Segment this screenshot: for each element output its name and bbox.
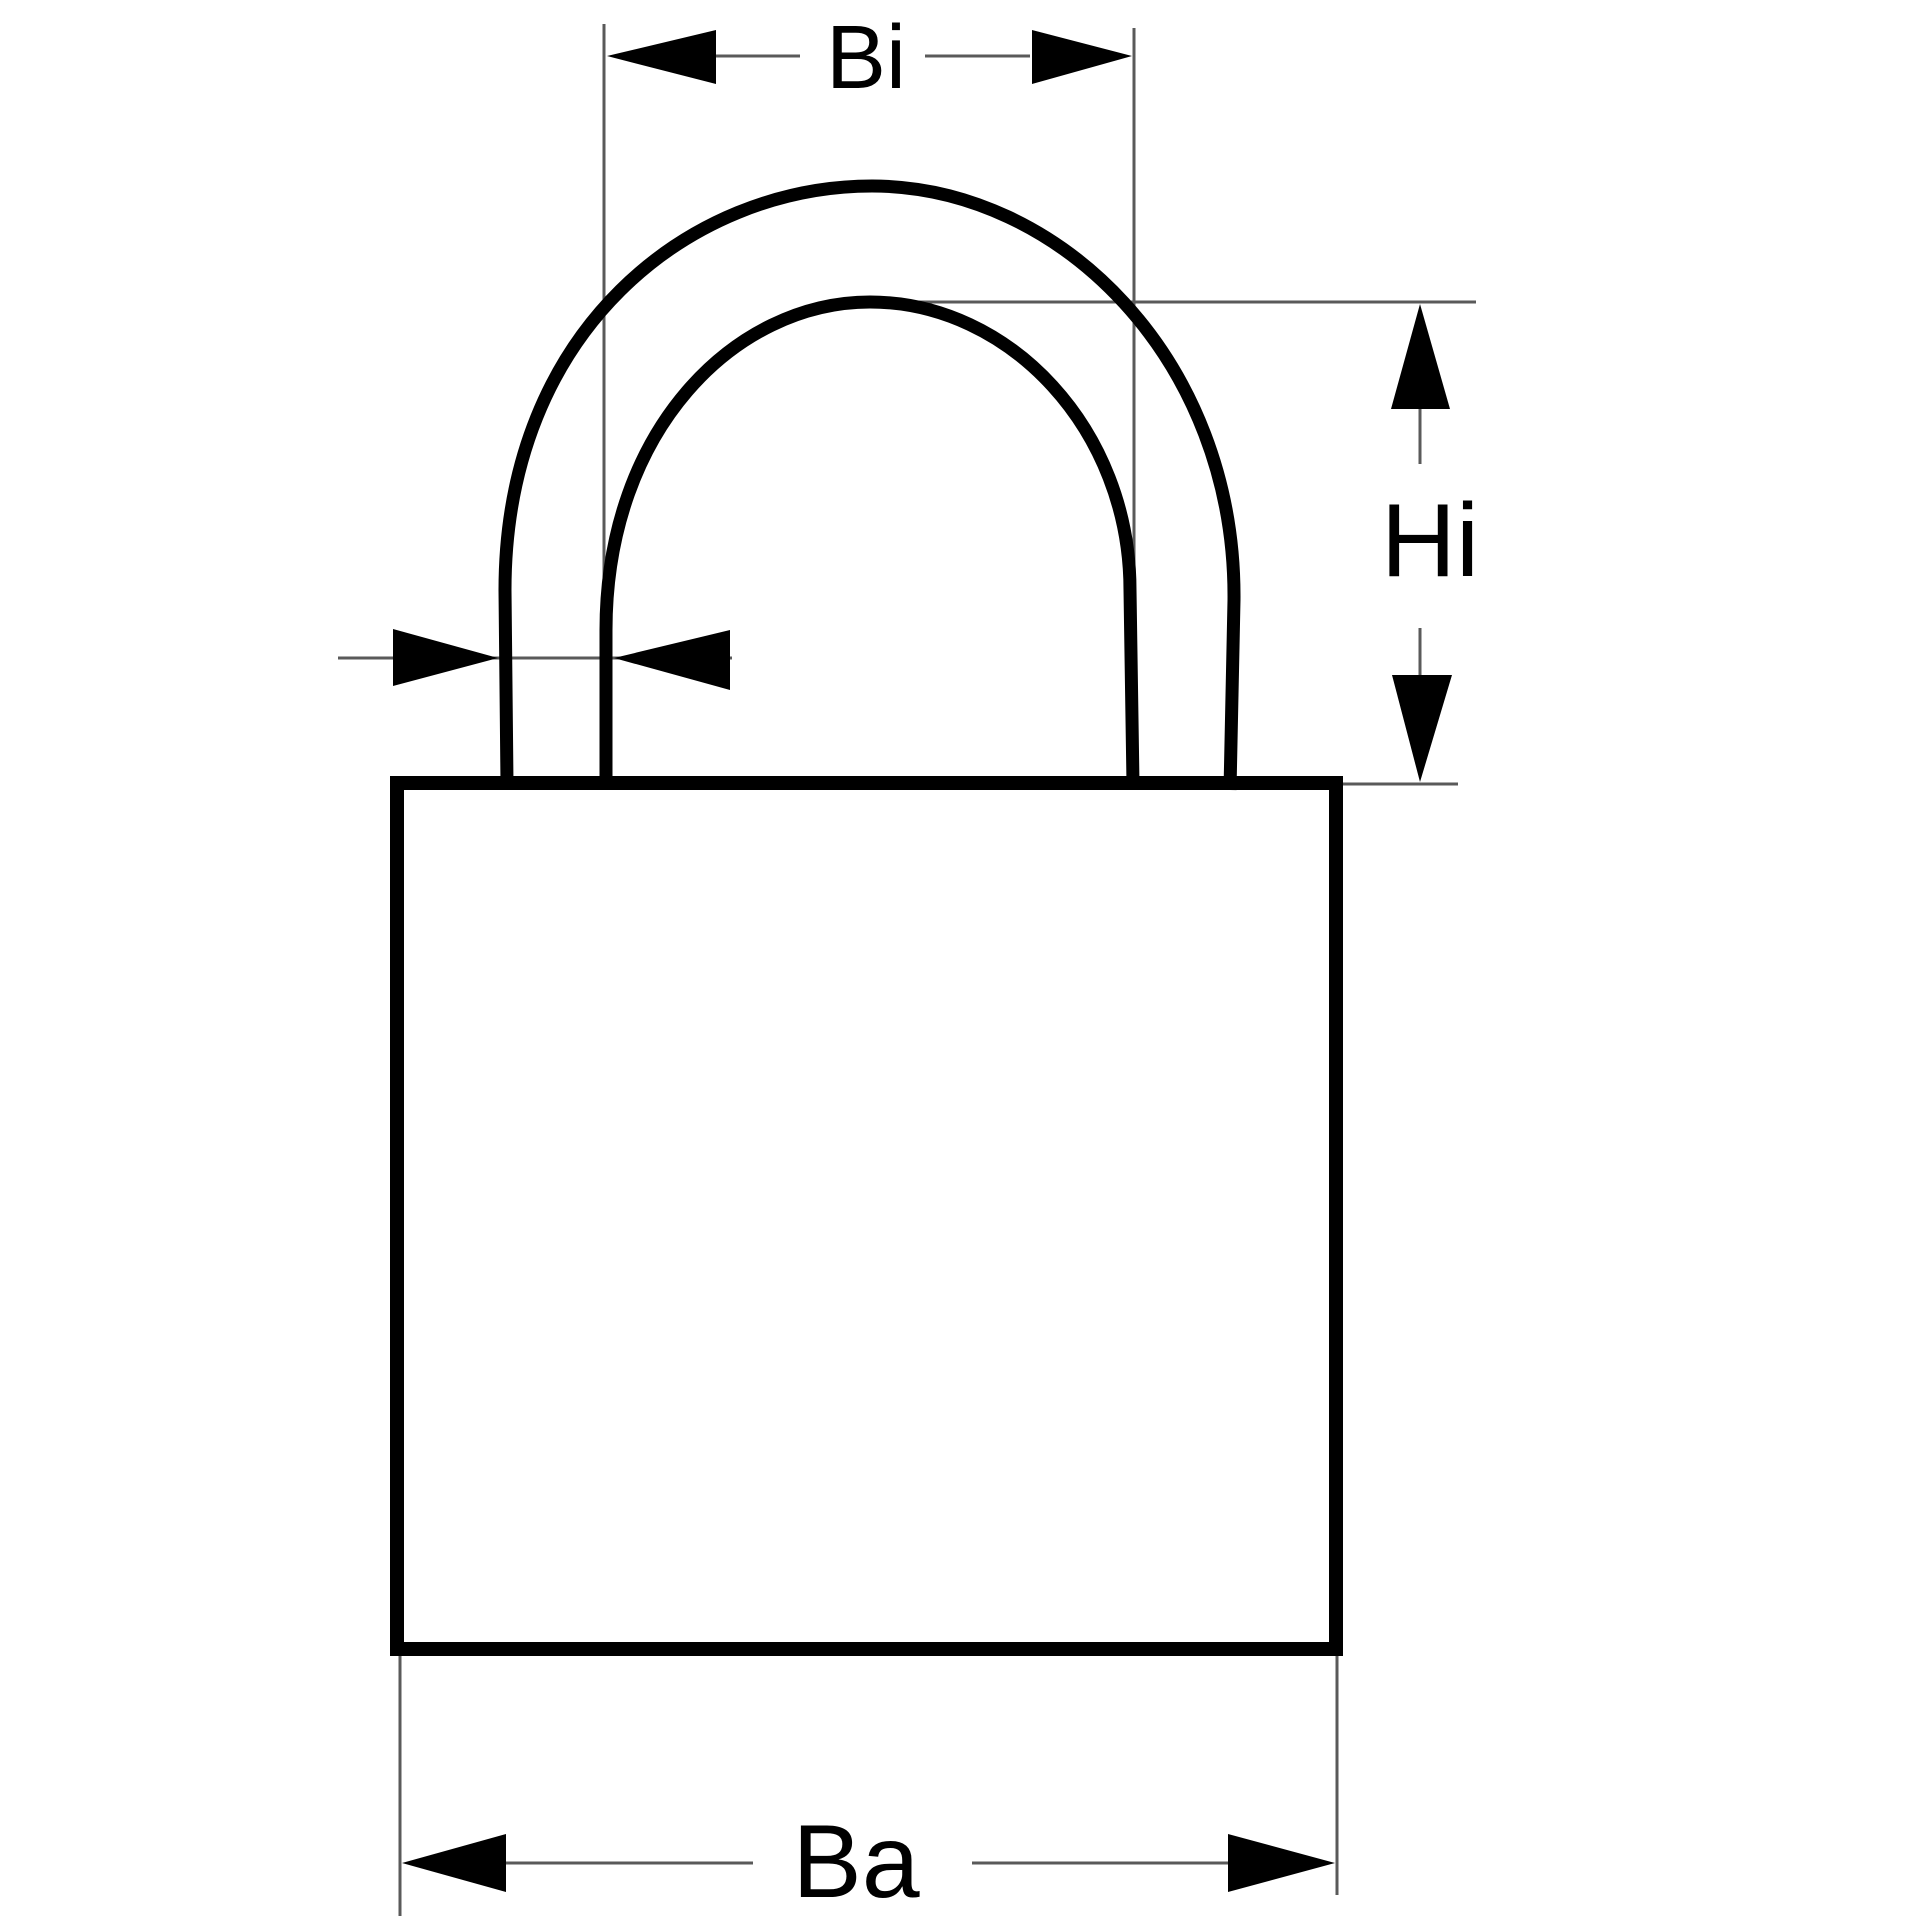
arrow-left-icon xyxy=(607,30,716,84)
arrow-right-icon xyxy=(1032,30,1132,84)
dimension-hi: Hi xyxy=(1381,304,1479,782)
arrow-up-icon xyxy=(1391,304,1450,409)
arrow-left-icon xyxy=(614,630,730,690)
ba-label: Ba xyxy=(792,1804,919,1920)
arrow-right-icon xyxy=(1228,1834,1335,1892)
arrow-down-icon xyxy=(1392,675,1452,782)
hi-label: Hi xyxy=(1381,483,1479,599)
dimension-shackle-thickness xyxy=(338,629,732,690)
shackle-outer xyxy=(498,179,1241,791)
shackle-inner xyxy=(599,295,1140,785)
lock-body xyxy=(390,776,1343,1656)
arrow-left-icon xyxy=(402,1834,506,1892)
arrow-right-icon xyxy=(393,629,498,686)
dimension-bi: Bi xyxy=(607,8,1132,108)
dimension-ba: Ba xyxy=(402,1804,1335,1920)
extension-lines xyxy=(398,24,1476,1916)
bi-label: Bi xyxy=(826,8,906,108)
shackle xyxy=(498,179,1241,791)
